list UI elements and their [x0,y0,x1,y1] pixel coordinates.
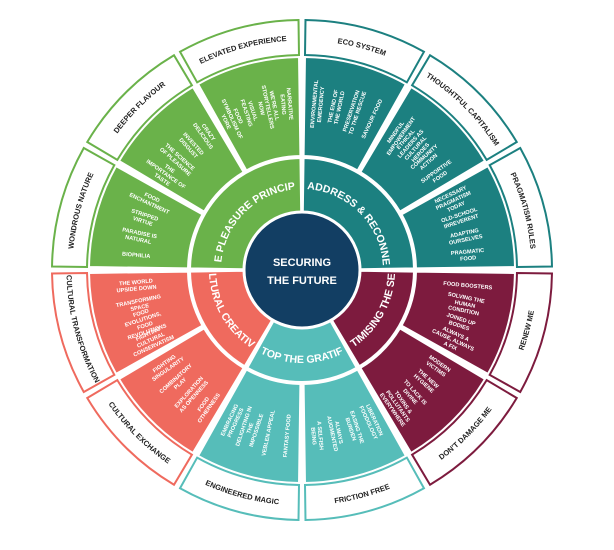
sector-gratification-0 [302,368,408,484]
sector-optimising-1 [359,327,487,455]
sector-band-cultural-0 [85,378,194,487]
sector-item: FOOD BOOSTERS [443,281,493,291]
sector-cultural-0 [117,327,245,455]
sector-item: WE'RE ALLSTORYTELLERSNOW [253,83,281,131]
sector-item: BIOPHILIA [122,251,151,260]
sector-item: A SELFISHBEING [309,421,324,451]
sector-item: NECESSARYPRAGMATISMTODAY [432,184,475,217]
sector-pleasure-0 [88,164,204,270]
sector-readdress-0 [302,56,408,172]
sector-pleasure-1 [117,85,245,213]
sector-band-readdress-0 [303,19,426,84]
sector-cultural-1 [88,270,204,376]
sector-item: THE WORLDUPSIDE DOWN [116,278,157,294]
sector-band-cultural-1 [51,271,116,394]
sector-band-pleasure-0 [51,146,116,269]
sector-item: ENVIRONMENTALEMERGENCY [310,79,327,129]
sector-gratification-1 [196,368,302,484]
segments-layer [51,19,553,521]
sector-item: PRAGMATICFOOD [451,248,485,264]
sector-band-readdress-1 [410,53,519,162]
sector-band-gratification-1 [178,456,301,521]
sector-band-gratification-0 [303,456,426,521]
sector-band-optimising-1 [410,378,519,487]
center-circle [242,210,362,330]
sector-band-optimising-0 [488,271,553,394]
sector-band-pleasure-2 [178,19,301,84]
sector-readdress-2 [400,164,516,270]
sector-pleasure-2 [196,56,302,172]
center-title-line2: THE FUTURE [267,275,337,287]
center-hub: SECURING THE FUTURE [242,210,362,330]
sector-item: FANTASY FOOD [283,414,293,458]
sector-optimising-0 [400,270,516,376]
sector-readdress-1 [359,85,487,213]
sector-band-readdress-2 [488,146,553,269]
sector-item: NARRATIVEEATING [278,88,294,122]
sector-band-pleasure-1 [85,53,194,162]
center-title-line1: SECURING [273,257,331,269]
